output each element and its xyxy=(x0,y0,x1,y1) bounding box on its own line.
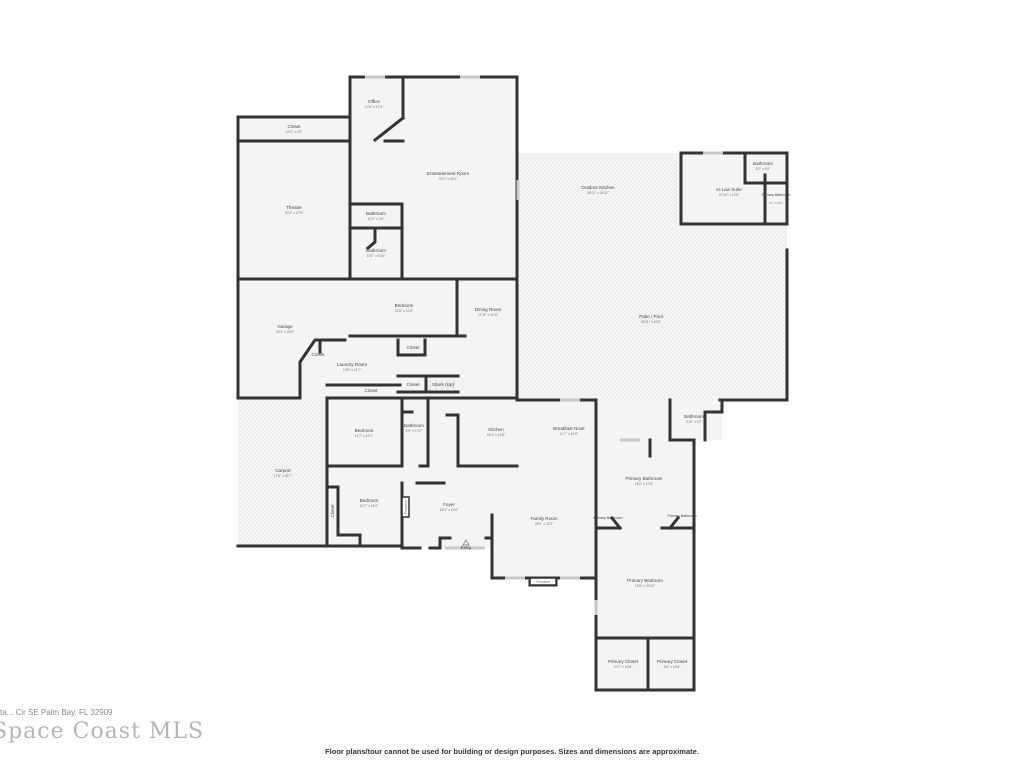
room-label: Entry xyxy=(461,545,472,550)
room-dims: 17'8" x 28'7" xyxy=(274,474,293,478)
watermark-address: ta... Cir SE Palm Bay, FL 32909 xyxy=(0,708,113,717)
room-dims: 16'1" x 16'8" xyxy=(440,508,459,512)
disclaimer: Floor plans/tour cannot be used for buil… xyxy=(325,747,699,756)
room-label: Bathroom xyxy=(753,161,773,166)
room-dims: 10'7" x 10'8" xyxy=(614,665,633,669)
entry-arrow-icon xyxy=(462,539,470,546)
room-label: Garage xyxy=(277,324,293,329)
room-dims: 14'7" x 13'7" xyxy=(355,434,374,438)
room-dims: 33'2" x 40'2" xyxy=(439,177,458,181)
room-label: Breakfast Nook xyxy=(553,426,585,431)
room-dims: 22'8" x 11'8" xyxy=(395,309,414,313)
room-label: Bedroom xyxy=(395,303,414,308)
room-dims: 16'1" x 12'8" xyxy=(487,433,506,437)
room-dims: 20'2" x 23'9" xyxy=(276,330,295,334)
room-dims: 20'10" x 12'8" xyxy=(719,193,740,197)
room-dims: 19'8" x 20'10" xyxy=(635,584,656,588)
room-label: Closet xyxy=(311,352,325,357)
room-label: Closet xyxy=(406,382,420,387)
room-label: Entertainment Room xyxy=(427,171,469,176)
room-label: Bathroom xyxy=(366,211,386,216)
room-label: Carport xyxy=(275,468,291,473)
room-dims: 4'9" x 13'2" xyxy=(406,429,424,433)
room-label: Primary Closet xyxy=(657,659,688,664)
room-label: Fireplace xyxy=(536,580,550,584)
room-dims: 8'8" x 10'8" xyxy=(664,665,682,669)
room-label: Primary Bathroom xyxy=(762,193,791,197)
walls xyxy=(236,75,789,692)
room-label: Closet xyxy=(330,504,335,518)
room-label: Office xyxy=(368,99,380,104)
room-dims: 14'7" x 18'4" xyxy=(360,504,379,508)
room-dims: 11'11" x 12'8" xyxy=(478,313,499,317)
room-label: Primary Bathroom xyxy=(625,476,662,481)
room-label: Outdoor Kitchen xyxy=(581,185,615,190)
windows xyxy=(365,75,723,615)
room-label: Theater xyxy=(286,205,302,210)
room-label: Closet xyxy=(287,124,301,129)
room-dims: 18'2" x 17'8" xyxy=(635,482,654,486)
floors xyxy=(238,77,787,690)
room-dims: 6'1" x 9'10" xyxy=(769,201,783,205)
room-label: Bathroom xyxy=(684,414,704,419)
room-label: Bathroom xyxy=(404,423,424,428)
room-dims: 20'3" x 27'9" xyxy=(285,211,304,215)
room-label: Laundry Room xyxy=(337,362,367,367)
room-dims: 9'10" x 8'7" xyxy=(686,420,704,424)
room-label: Patio / Pool xyxy=(639,314,663,319)
room-dims: 38'11" x 42'8" xyxy=(641,320,662,324)
room-label: Primary Bathroom xyxy=(668,514,697,518)
fireplace-foyer xyxy=(401,496,410,518)
fireplace-family xyxy=(529,577,557,586)
room-label: Primary Bathroom xyxy=(594,516,623,520)
room-label: Closet xyxy=(406,345,420,350)
room-label: Foyer xyxy=(443,502,455,507)
room-label: Closet xyxy=(364,388,378,393)
room-dims: 10'2" x 5'10" xyxy=(367,254,386,258)
room-label: Primary Bedroom xyxy=(627,578,663,583)
room-label: Fireplace xyxy=(404,500,408,514)
room-dims: 38'11" x 16'11" xyxy=(587,191,610,195)
room-dims: 8'2" x 5'8" xyxy=(756,167,772,171)
room-label: Primary Closet xyxy=(608,659,639,664)
room-label: Family Room xyxy=(530,516,557,521)
room-dims: 11'7" x 12'8" xyxy=(560,432,579,436)
room-dims: 10'6" x 11'7" xyxy=(343,368,362,372)
room-label: Kitchen xyxy=(488,427,504,432)
watermark-logo: Space Coast MLS xyxy=(0,719,205,744)
room-dims: 10'4" x 12'3" xyxy=(365,105,384,109)
room-label: Bathroom xyxy=(366,248,386,253)
room-dims: 28'5" x 23'3" xyxy=(535,522,554,526)
room-label: In-Law Suite xyxy=(716,187,742,192)
room-labels: Office 10'4" x 12'3" Closet 22'2" x 4'9"… xyxy=(274,99,791,669)
room-label: Bedroom xyxy=(360,498,379,503)
room-label: Bedroom xyxy=(355,428,374,433)
room-dims: 10'2" x 4'8" xyxy=(368,217,386,221)
room-label: Stairs (Up) xyxy=(432,382,454,387)
stairs xyxy=(429,380,455,390)
room-dims: 22'2" x 4'9" xyxy=(286,130,304,134)
room-label: Dining Room xyxy=(475,307,502,312)
